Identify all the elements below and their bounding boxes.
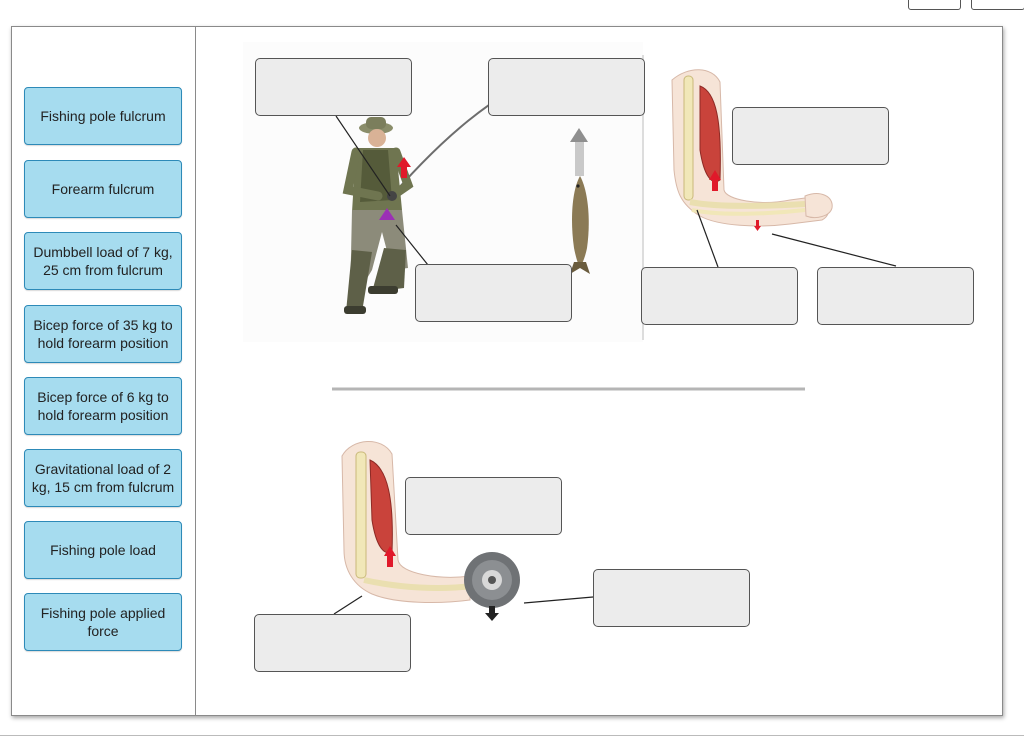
label-fishing-pole-load[interactable]: Fishing pole load xyxy=(24,521,182,579)
label-fishing-pole-fulcrum[interactable]: Fishing pole fulcrum xyxy=(24,87,182,145)
dumbbell-load-arrow-icon xyxy=(489,606,495,614)
drop-target-dumbbell[interactable] xyxy=(593,569,750,627)
page-bottom-rule xyxy=(0,735,1024,736)
fisherman-figure xyxy=(342,61,581,314)
bicep-force-arrow-icon xyxy=(709,170,721,180)
leader-line xyxy=(335,115,391,197)
drop-target-forearm-hand[interactable] xyxy=(817,267,974,325)
dumbbell-icon xyxy=(464,552,520,608)
drop-target-forearm-top[interactable] xyxy=(732,107,889,165)
label-bicep-force-6[interactable]: Bicep force of 6 kg to hold forearm posi… xyxy=(24,377,182,435)
label-bicep-force-35[interactable]: Bicep force of 35 kg to hold forearm pos… xyxy=(24,305,182,363)
arm-figure-top xyxy=(671,69,833,227)
leader-line xyxy=(523,596,594,604)
label-fishing-pole-applied-force[interactable]: Fishing pole applied force xyxy=(24,593,182,651)
applied-force-arrow-icon xyxy=(397,157,411,167)
drop-target-fisherman-top[interactable] xyxy=(255,58,412,116)
leader-line xyxy=(771,233,897,267)
drop-target-fishing-line[interactable] xyxy=(488,58,645,116)
fish-figure xyxy=(570,128,590,274)
drop-target-dumbbell-arm-top[interactable] xyxy=(405,477,562,535)
help-button[interactable] xyxy=(971,0,1024,10)
drop-target-fisherman-bottom[interactable] xyxy=(415,264,572,322)
fulcrum-triangle-icon xyxy=(379,208,395,220)
label-gravitational-load[interactable]: Gravitational load of 2 kg, 15 cm from f… xyxy=(24,449,182,507)
label-panel-divider xyxy=(195,27,196,715)
load-arrow-icon xyxy=(570,128,588,142)
arm-figure-bottom xyxy=(341,441,473,603)
leader-line xyxy=(696,209,719,268)
reset-button[interactable] xyxy=(908,0,961,10)
drop-target-dumbbell-arm-elbow[interactable] xyxy=(254,614,411,672)
gravity-arrow-icon xyxy=(756,220,759,227)
label-dumbbell-load[interactable]: Dumbbell load of 7 kg, 25 cm from fulcru… xyxy=(24,232,182,290)
drop-target-forearm-elbow[interactable] xyxy=(641,267,798,325)
leader-line xyxy=(333,595,363,615)
label-forearm-fulcrum[interactable]: Forearm fulcrum xyxy=(24,160,182,218)
bicep-force-arrow-icon-bottom xyxy=(384,546,396,556)
leader-line xyxy=(395,224,429,266)
